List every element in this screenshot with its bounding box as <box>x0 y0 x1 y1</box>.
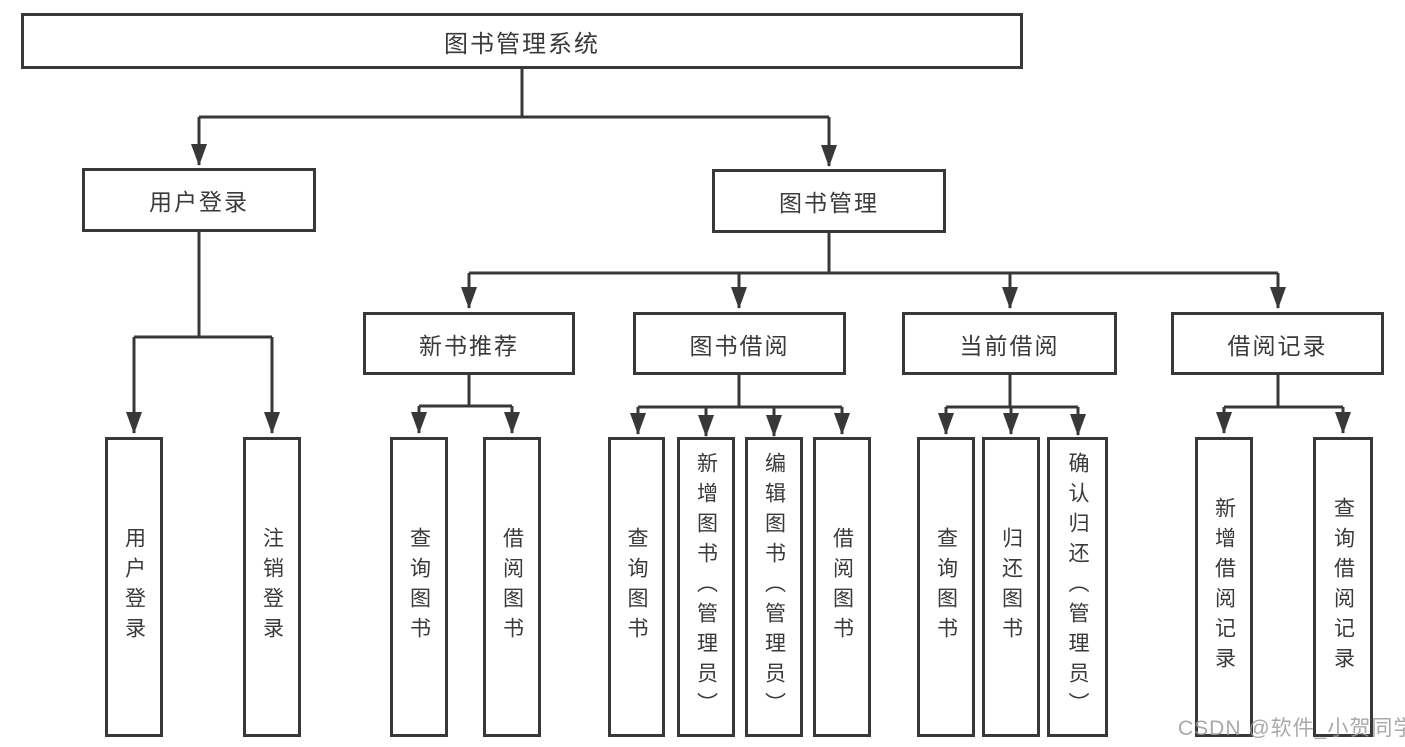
leaf-borrow-books-2-label: 借阅图书 <box>830 527 854 647</box>
leaf-return-books-label: 归还图书 <box>999 527 1023 647</box>
leaf-borrow-books-1-label: 借阅图书 <box>500 527 524 647</box>
leaf-confirm-return-admin-label: 确认归还（管理员） <box>1066 452 1089 722</box>
node-book-borrowing: 图书借阅 <box>633 312 846 375</box>
leaf-query-borrow-record: 查询借阅记录 <box>1313 437 1373 737</box>
node-borrowing-records: 借阅记录 <box>1171 312 1384 375</box>
node-root-library-management-system: 图书管理系统 <box>21 13 1023 69</box>
node-root-label: 图书管理系统 <box>444 30 600 58</box>
leaf-borrow-books-1: 借阅图书 <box>483 437 541 737</box>
node-new-book-recommend-label: 新书推荐 <box>419 332 519 359</box>
node-book-management: 图书管理 <box>712 169 946 233</box>
leaf-add-books-admin: 新增图书（管理员） <box>677 437 735 737</box>
leaf-user-login: 用户登录 <box>105 437 163 737</box>
leaf-logout: 注销登录 <box>243 437 301 737</box>
leaf-add-borrow-record: 新增借阅记录 <box>1195 437 1253 737</box>
leaf-user-login-label: 用户登录 <box>122 527 146 647</box>
leaf-borrow-books-2: 借阅图书 <box>813 437 871 737</box>
node-borrowing-records-label: 借阅记录 <box>1227 332 1328 359</box>
leaf-return-books: 归还图书 <box>982 437 1040 737</box>
node-user-login-label: 用户登录 <box>149 189 249 215</box>
node-book-management-label: 图书管理 <box>779 190 879 216</box>
leaf-edit-books-admin-label: 编辑图书（管理员） <box>762 452 786 722</box>
node-current-borrowing-label: 当前借阅 <box>959 332 1060 359</box>
leaf-query-books-2-label: 查询图书 <box>625 527 648 647</box>
node-current-borrowing: 当前借阅 <box>902 312 1117 375</box>
leaf-query-borrow-record-label: 查询借阅记录 <box>1331 497 1355 677</box>
leaf-confirm-return-admin: 确认归还（管理员） <box>1047 437 1108 737</box>
leaf-query-books-3-label: 查询图书 <box>934 527 958 647</box>
leaf-query-books-2: 查询图书 <box>608 437 665 737</box>
node-book-borrowing-label: 图书借阅 <box>689 332 790 359</box>
leaf-logout-label: 注销登录 <box>260 527 284 647</box>
node-new-book-recommend: 新书推荐 <box>363 312 575 375</box>
leaf-query-books-1: 查询图书 <box>390 437 448 737</box>
leaf-edit-books-admin: 编辑图书（管理员） <box>745 437 803 737</box>
node-user-login: 用户登录 <box>82 168 316 232</box>
leaf-add-books-admin-label: 新增图书（管理员） <box>694 452 718 722</box>
leaf-query-books-3: 查询图书 <box>917 437 975 737</box>
leaf-add-borrow-record-label: 新增借阅记录 <box>1212 497 1236 677</box>
leaf-query-books-1-label: 查询图书 <box>407 527 431 647</box>
